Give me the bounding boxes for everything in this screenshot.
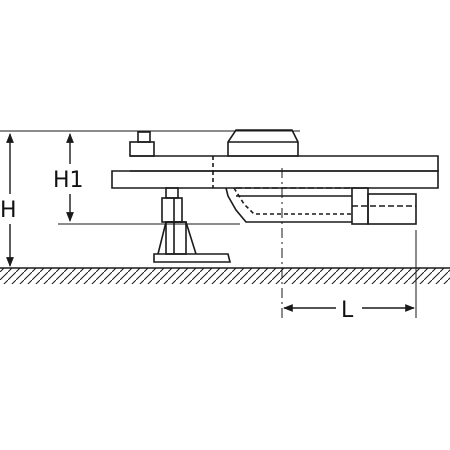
l-label: L	[341, 298, 354, 323]
h-label: H	[0, 198, 17, 223]
corner-block	[129, 131, 155, 157]
tray-slab	[111, 155, 439, 189]
drain-cover	[227, 129, 299, 157]
floor	[0, 267, 450, 284]
extension-lines	[0, 130, 417, 318]
support-leg	[153, 187, 232, 263]
h1-label: H1	[53, 168, 84, 193]
drain-body	[225, 187, 417, 225]
